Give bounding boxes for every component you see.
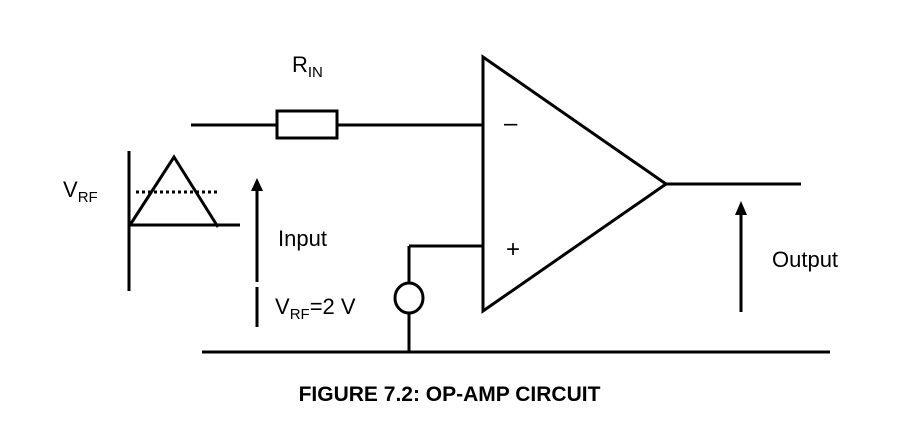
triangle-waveform [128,154,220,228]
resistor-label-main: R [292,52,308,77]
input-arrow [251,178,263,282]
vrf-label: VRF [63,177,98,206]
output-arrow [735,201,747,312]
inverting-sign: – [504,110,518,137]
op-amp-triangle [481,54,669,314]
figure-caption: FIGURE 7.2: OP-AMP CIRCUIT [298,383,601,406]
input-label: Input [278,226,327,251]
vrf-value-label-main: V [275,294,290,319]
vrf-value-label-suffix: =2 V [309,294,356,319]
vrf-value-label: VRF=2 V [275,294,356,323]
resistor-rin [275,109,339,140]
output-label: Output [772,247,839,272]
vrf-label-main: V [63,177,78,202]
vrf-value-label-sub: RF [289,306,310,323]
noninverting-sign: + [506,236,521,263]
resistor-label: RIN [292,52,323,81]
resistor-label-sub: IN [307,64,323,81]
voltage-source [393,281,425,315]
vrf-label-sub: RF [77,189,98,206]
